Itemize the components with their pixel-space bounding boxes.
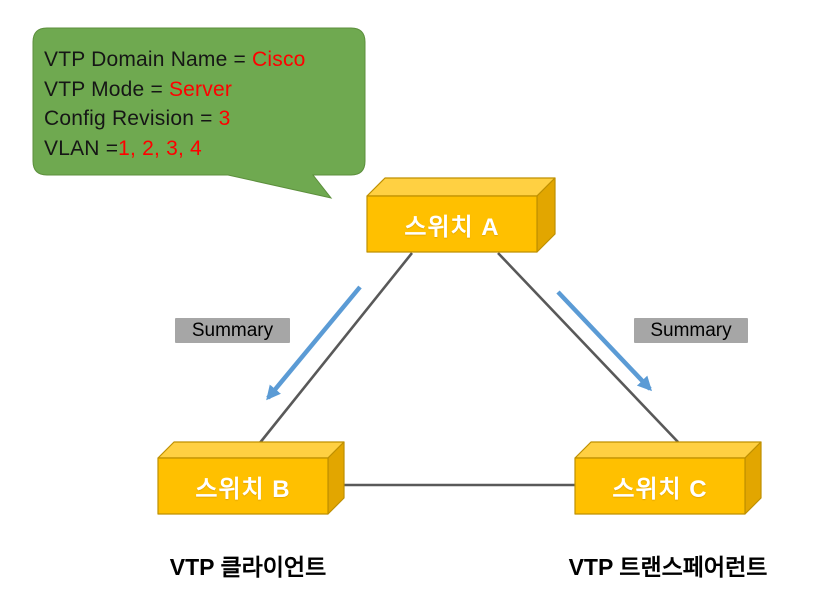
callout-line-domain: VTP Domain Name = Cisco [44,45,356,75]
switch-a-front-face [366,195,538,253]
switch-b-top-face [157,441,345,459]
callout-value: 3 [218,107,231,130]
link-switch-a-to-b [257,252,414,445]
callout-line-revision: Config Revision = 3 [44,104,356,134]
callout-line-mode: VTP Mode = Server [44,75,356,105]
link-switch-a-to-c [497,252,679,443]
switch-b-label: 스위치 B [195,475,291,503]
callout-label: VLAN = [44,136,119,160]
switch-b-front-face [157,457,329,515]
caption-vtp-transparent: VTP 트랜스페어런트 [568,554,768,580]
switch-c-top-face [574,441,762,459]
callout-text: VTP Domain Name = Cisco VTP Mode = Serve… [44,45,356,163]
callout-label: Config Revision = [44,107,219,130]
callout-label: VTP Mode = [44,77,169,101]
switch-a-box [366,177,556,253]
callout-label: VTP Domain Name = [44,48,253,71]
callout-bubble [32,27,366,199]
callout-line-vlan: VLAN =1, 2, 3, 4 [44,134,356,164]
summary-label-left: Summary [175,318,290,343]
callout-value: 1, 2, 3, 4 [118,136,202,160]
switch-c-box [574,441,762,515]
switch-a-top-face [366,177,556,197]
switch-a-label: 스위치 A [404,213,500,241]
callout-value: Cisco [252,48,306,71]
summary-arrow-left [266,285,362,401]
switch-c-label: 스위치 C [612,475,708,503]
callout-value: Server [168,77,233,101]
switch-b-box [157,441,345,515]
summary-arrow-right [556,290,652,392]
switch-c-front-face [574,457,746,515]
caption-vtp-client: VTP 클라이언트 [169,554,327,580]
summary-label-right: Summary [634,318,748,343]
